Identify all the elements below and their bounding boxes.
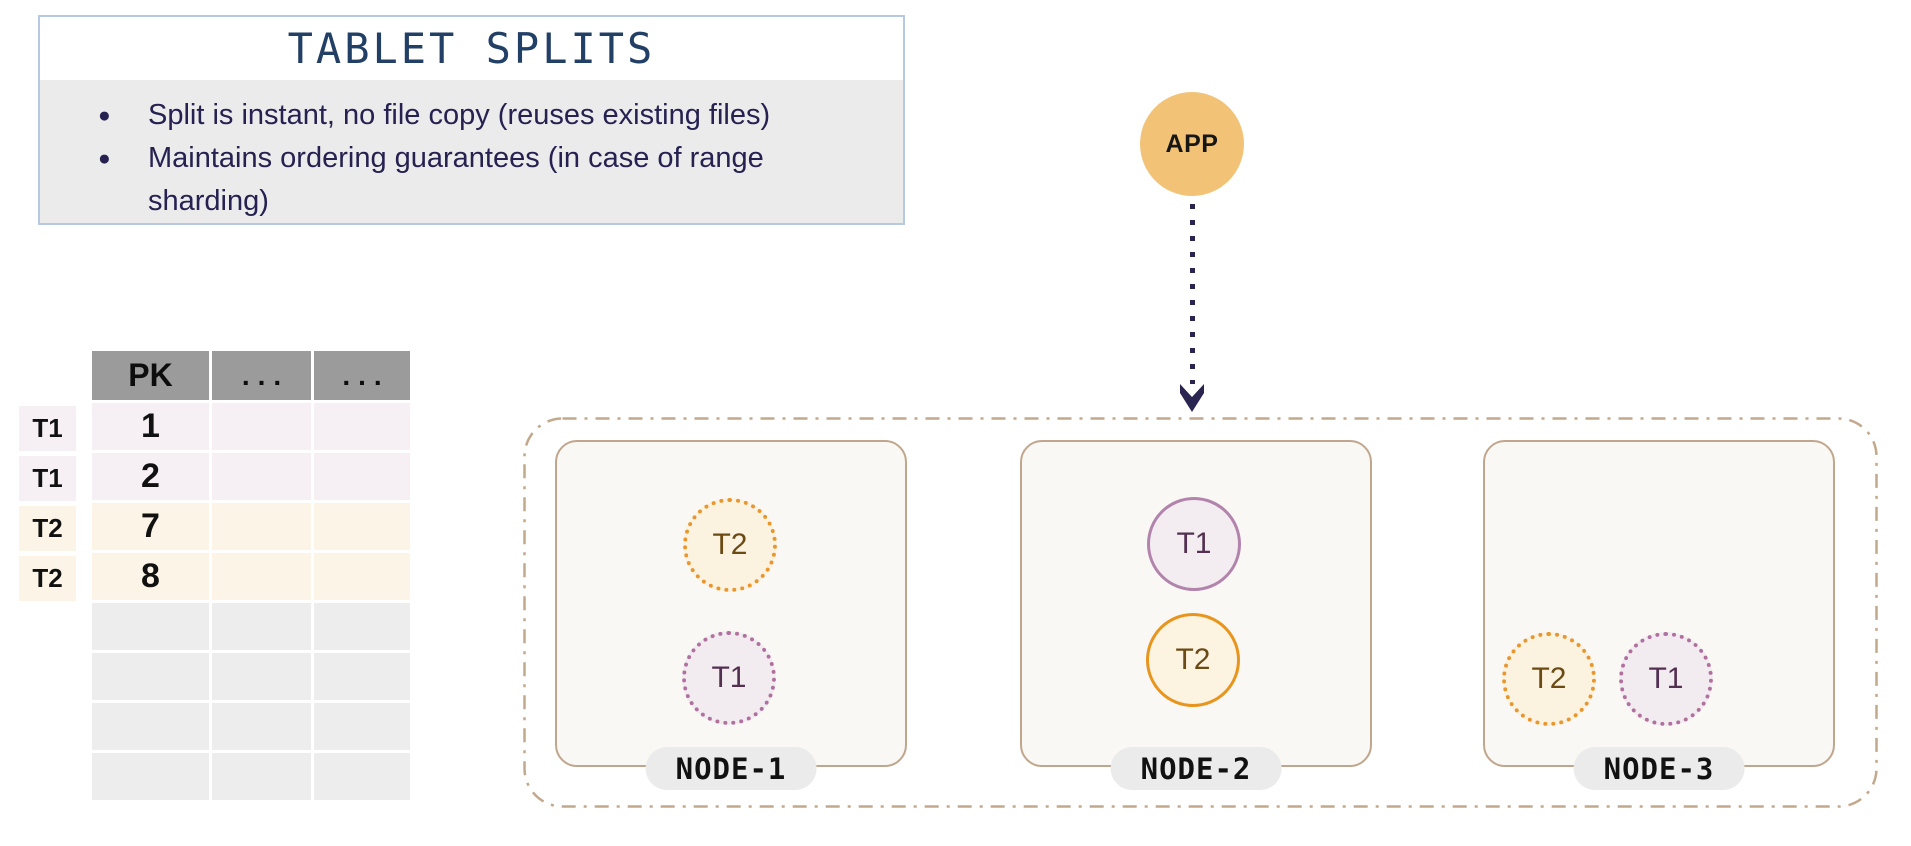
- data-cell: [212, 453, 311, 500]
- node-label-2: NODE-2: [1110, 747, 1282, 790]
- table-row: [92, 653, 410, 700]
- data-cell: [212, 403, 311, 450]
- pk-value-cell: [92, 703, 209, 750]
- data-cell: [314, 653, 410, 700]
- data-cell: [314, 553, 410, 600]
- node-box-2: T1 T2 NODE-2: [1020, 440, 1372, 790]
- pk-value-cell: 8: [92, 553, 209, 600]
- data-cell: [212, 753, 311, 800]
- pk-table-header: PK ... ...: [92, 351, 410, 400]
- data-cell: [314, 403, 410, 450]
- data-cell: [314, 753, 410, 800]
- row-label: T2: [19, 506, 76, 551]
- tablet-circle-t2: T2: [1146, 613, 1240, 707]
- tablet-circle-t1: T1: [1619, 632, 1713, 726]
- row-label: T1: [19, 406, 76, 451]
- table-row: [92, 703, 410, 750]
- info-box: TABLET SPLITS Split is instant, no file …: [38, 15, 905, 225]
- node-label-1: NODE-1: [645, 747, 817, 790]
- table-row: 8: [92, 553, 410, 600]
- info-box-body: Split is instant, no file copy (reuses e…: [40, 80, 903, 223]
- app-arrow-line: [1190, 204, 1195, 384]
- cluster-container: T2 T1 NODE-1 T1 T2 NODE-2 T2 T1 NODE-3: [523, 417, 1878, 808]
- data-cell: [314, 703, 410, 750]
- table-row: 7: [92, 503, 410, 550]
- node-box-1: T2 T1 NODE-1: [555, 440, 907, 790]
- pk-value-cell: 2: [92, 453, 209, 500]
- pk-value-cell: [92, 753, 209, 800]
- header-cell-ellipsis-2: ...: [314, 351, 410, 400]
- table-row: 1: [92, 403, 410, 450]
- tablet-circle-t2: T2: [683, 498, 777, 592]
- pk-value-cell: 1: [92, 403, 209, 450]
- data-cell: [212, 603, 311, 650]
- cluster-dashed-border: [523, 417, 1878, 808]
- tablet-circle-t1: T1: [1147, 497, 1241, 591]
- table-row: 2: [92, 453, 410, 500]
- tablet-circle-t2: T2: [1502, 632, 1596, 726]
- data-cell: [314, 603, 410, 650]
- table-row: [92, 603, 410, 650]
- info-bullet-1: Split is instant, no file copy (reuses e…: [96, 94, 863, 137]
- app-arrow-head-icon: [1180, 384, 1204, 412]
- pk-value-cell: [92, 603, 209, 650]
- pk-value-cell: [92, 653, 209, 700]
- node-label-3: NODE-3: [1573, 747, 1745, 790]
- data-cell: [314, 453, 410, 500]
- node-box-3: T2 T1 NODE-3: [1483, 440, 1835, 790]
- data-cell: [212, 653, 311, 700]
- row-label: T2: [19, 556, 76, 601]
- header-cell-ellipsis-1: ...: [212, 351, 311, 400]
- data-cell: [212, 703, 311, 750]
- table-row: [92, 753, 410, 800]
- row-label: T1: [19, 456, 76, 501]
- pk-value-cell: 7: [92, 503, 209, 550]
- data-cell: [314, 503, 410, 550]
- header-cell-pk: PK: [92, 351, 209, 400]
- info-bullet-list: Split is instant, no file copy (reuses e…: [96, 94, 863, 223]
- app-label: APP: [1165, 129, 1219, 158]
- info-box-title: TABLET SPLITS: [40, 17, 903, 80]
- info-bullet-2: Maintains ordering guarantees (in case o…: [96, 137, 863, 223]
- data-cell: [212, 553, 311, 600]
- tablet-circle-t1: T1: [682, 631, 776, 725]
- data-cell: [212, 503, 311, 550]
- app-circle: APP: [1140, 92, 1244, 196]
